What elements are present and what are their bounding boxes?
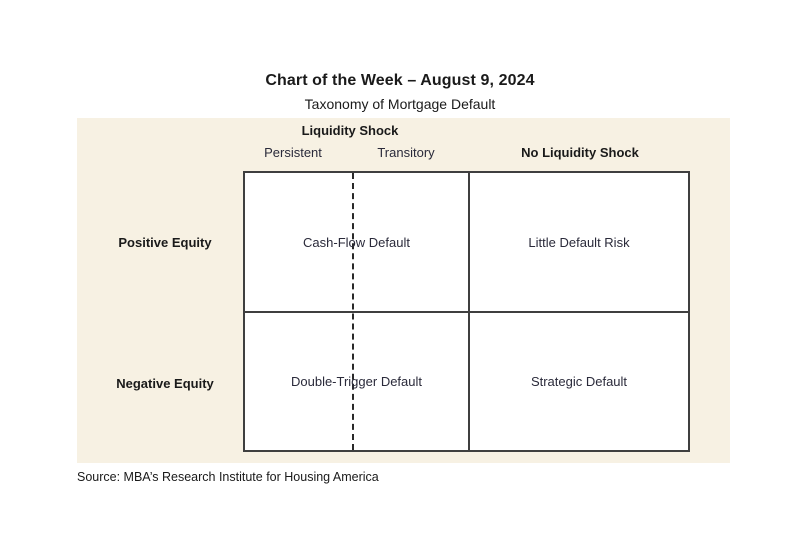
page-title: Chart of the Week – August 9, 2024: [265, 72, 535, 89]
row-header-negative-equity: Negative Equity: [116, 376, 214, 391]
matrix-dashed-divider: [352, 173, 354, 450]
taxonomy-matrix: Cash-Flow Default Little Default Risk Do…: [243, 171, 690, 452]
column-header-no-liquidity-shock: No Liquidity Shock: [521, 145, 639, 160]
source-note: Source: MBA’s Research Institute for Hou…: [77, 470, 379, 484]
cell-little-default-risk: Little Default Risk: [528, 235, 630, 250]
cell-cash-flow-default: Cash-Flow Default: [303, 235, 410, 250]
column-group-header-liquidity-shock: Liquidity Shock: [301, 123, 399, 138]
column-header-transitory: Transitory: [377, 145, 435, 160]
cell-double-trigger-default: Double-Trigger Default: [290, 374, 423, 389]
column-header-persistent: Persistent: [264, 145, 322, 160]
matrix-horizontal-divider: [245, 311, 688, 313]
page-subtitle: Taxonomy of Mortgage Default: [304, 96, 496, 112]
row-header-positive-equity: Positive Equity: [118, 235, 212, 250]
cell-strategic-default: Strategic Default: [530, 374, 628, 389]
